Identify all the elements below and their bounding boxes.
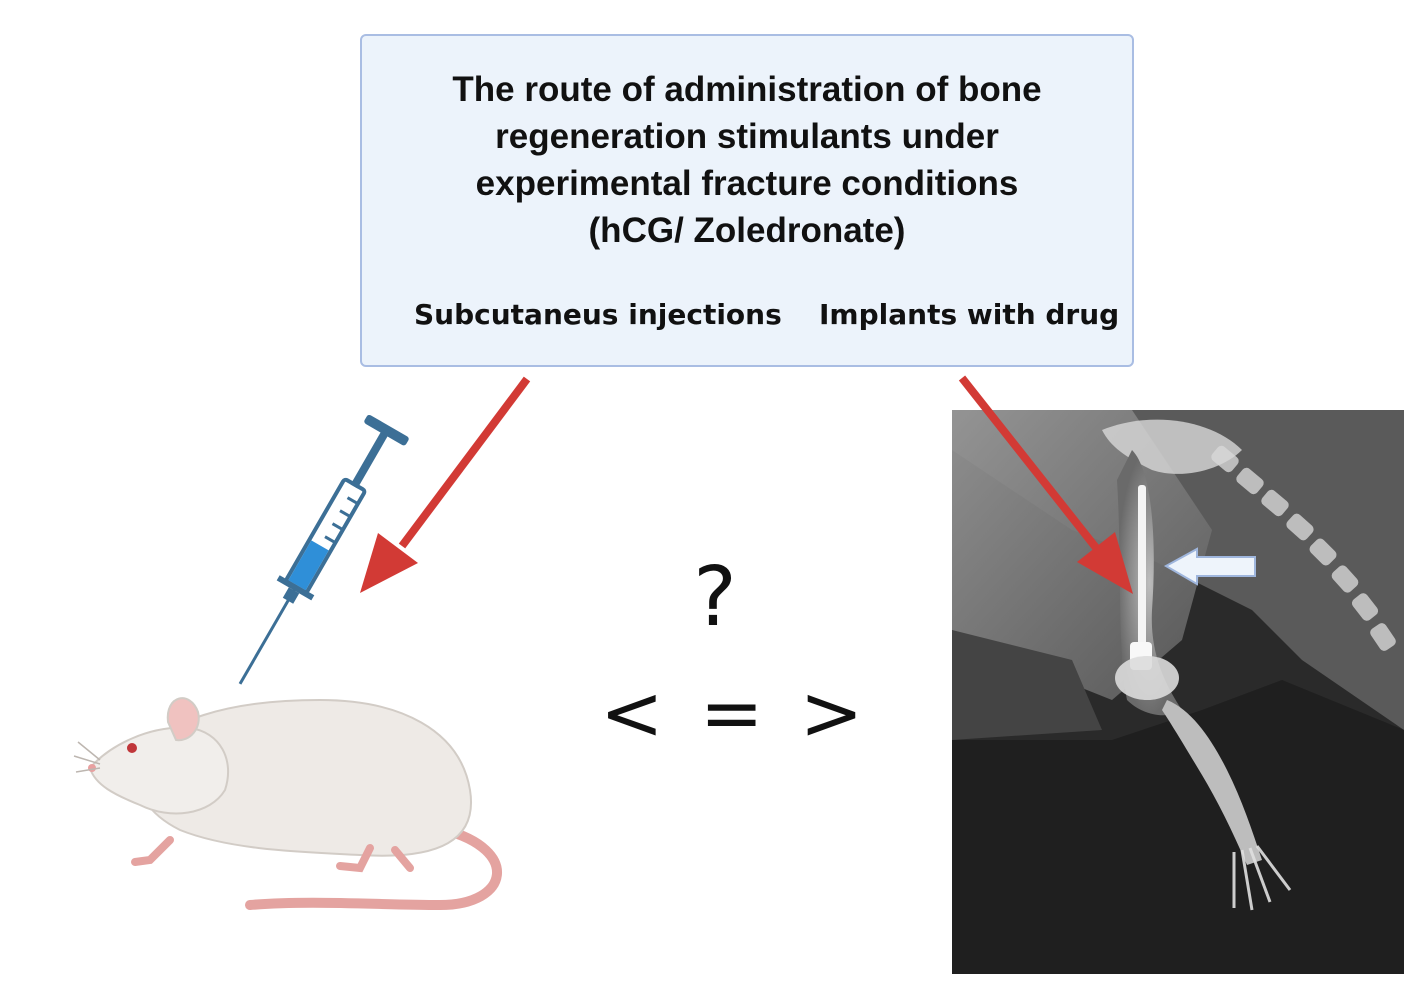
route-label-implants: Implants with drug [819, 298, 1120, 331]
comparison-symbols: ? < = > [600, 548, 870, 758]
title-line-1: The route of administration of bone [452, 70, 1042, 109]
implant-pin [1138, 485, 1146, 645]
arrow-to-rat [360, 376, 531, 593]
title-line-2: regeneration stimulants under [495, 117, 999, 156]
arrow-icon [1163, 547, 1256, 586]
xray-image [952, 410, 1404, 974]
diagram-title: The route of administration of bone rege… [362, 66, 1132, 254]
title-line-4: (hCG/ Zoledronate) [588, 211, 906, 250]
comparison-operators: < = > [600, 668, 870, 757]
syringe-icon [238, 414, 409, 685]
spine-bones [1211, 445, 1396, 651]
route-label-injections: Subcutaneus injections [414, 298, 782, 331]
toe-bones [1232, 845, 1292, 911]
title-box: The route of administration of bone rege… [360, 34, 1134, 367]
rat-icon [73, 697, 502, 911]
xray-drawing [952, 410, 1404, 974]
title-line-3: experimental fracture conditions [475, 164, 1019, 203]
question-mark: ? [693, 550, 737, 645]
